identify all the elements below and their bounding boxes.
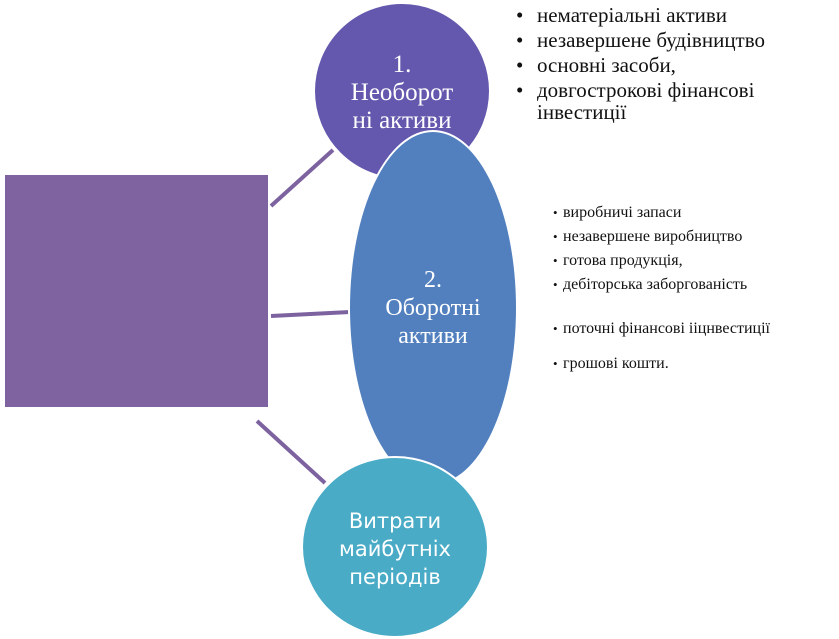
assets-central-box	[5, 175, 268, 407]
connector-to-deferred	[255, 419, 327, 485]
list-item: грошові кошти.	[553, 355, 839, 373]
non-current-assets-list: нематеріальні активи незавершене будівни…	[516, 4, 836, 126]
list-item: готова продукція,	[553, 252, 839, 270]
current-assets-list: виробничі запаси незавершене виробництво…	[553, 204, 839, 379]
list-item: поточні фінансові іiцнвестиції	[553, 320, 839, 338]
list-item: дебіторська заборгованість	[553, 276, 839, 294]
deferred-expenses-circle: Витрати майбутніх періодів	[301, 456, 489, 638]
non-current-assets-label: 1. Необорот ні активи	[350, 51, 454, 134]
connector-to-non-current	[269, 148, 335, 208]
current-assets-oval: 2. Оборотні активи	[348, 130, 518, 486]
list-item: нематеріальні активи	[516, 4, 836, 26]
current-assets-label: 2. Оборотні активи	[385, 267, 481, 349]
connector-to-current	[270, 310, 351, 318]
list-item: незавершене будівництво	[516, 29, 836, 51]
deferred-expenses-label: Витрати майбутніх періодів	[339, 509, 451, 589]
list-item: довгострокові фінансові інвестиції	[516, 79, 836, 123]
non-current-assets-circle: 1. Необорот ні активи	[313, 2, 491, 180]
list-item: виробничі запаси	[553, 204, 839, 222]
list-item: основні засоби,	[516, 54, 836, 76]
list-item: незавершене виробництво	[553, 228, 839, 246]
